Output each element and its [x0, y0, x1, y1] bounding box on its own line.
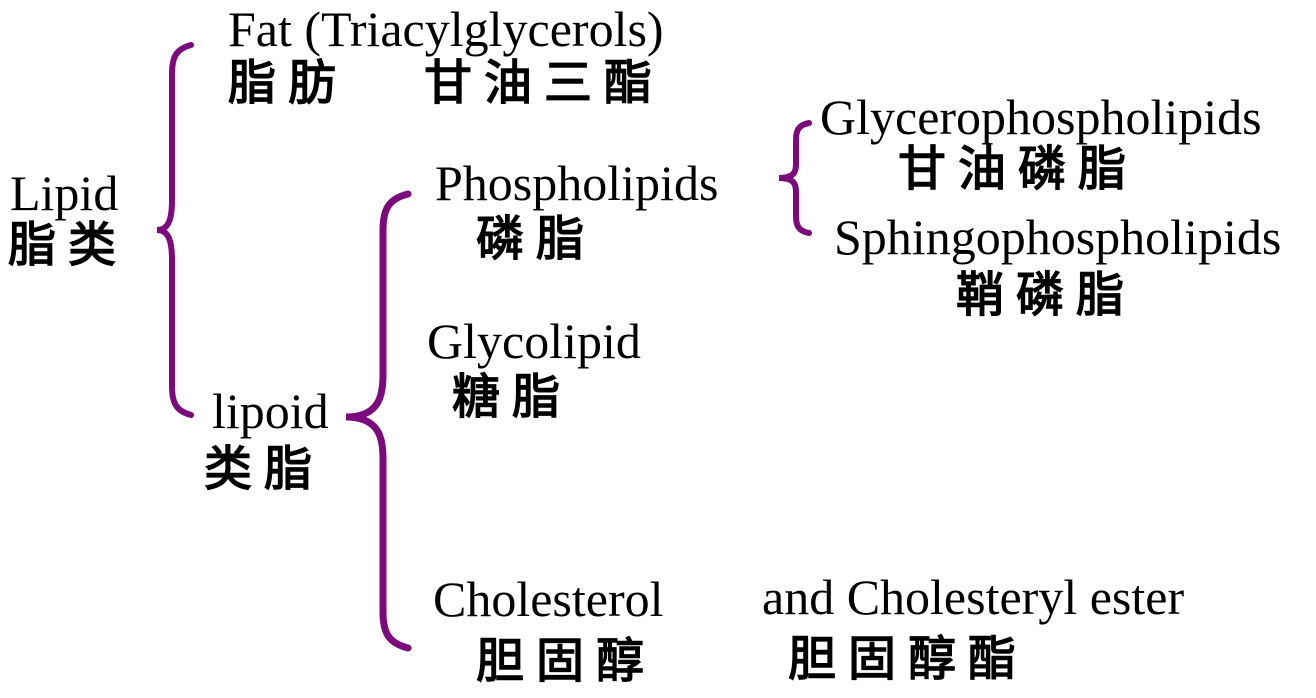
- sphingophospholipids-label-en: Sphingophospholipids: [834, 209, 1282, 265]
- phospholipids-brace: [776, 120, 812, 236]
- phospholipids-label-zh: 磷脂: [476, 213, 597, 266]
- cholesterol-label-zh: 胆固醇: [476, 635, 657, 688]
- cholesterol-label-en: Cholesterol: [433, 571, 664, 627]
- cholesteryl-ester-label-en: and Cholesteryl ester: [762, 569, 1185, 625]
- lipoid-brace: [342, 190, 412, 652]
- fat-label-zh: 脂肪: [228, 57, 349, 110]
- lipid-label-en: Lipid: [10, 165, 119, 221]
- cholesteryl-ester-label-zh: 胆固醇酯: [788, 633, 1029, 686]
- sphingophospholipids-label-zh: 鞘磷脂: [956, 269, 1137, 322]
- glycerophospholipids-label-en: Glycerophospholipids: [820, 89, 1262, 145]
- fat-label-en: Fat (Triacylglycerols): [228, 1, 664, 57]
- lipoid-label-en: lipoid: [212, 383, 329, 439]
- glycolipid-label-en: Glycolipid: [427, 313, 641, 369]
- phospholipids-label-en: Phospholipids: [435, 155, 719, 211]
- lipoid-label-zh: 类脂: [204, 443, 325, 496]
- lipid-brace: [154, 42, 194, 418]
- glycerophospholipids-label-zh: 甘油磷脂: [898, 143, 1139, 196]
- lipid-label-zh: 脂类: [8, 219, 129, 272]
- fat-synonym-label-zh: 甘油三酯: [424, 57, 665, 110]
- glycolipid-label-zh: 糖脂: [452, 371, 573, 424]
